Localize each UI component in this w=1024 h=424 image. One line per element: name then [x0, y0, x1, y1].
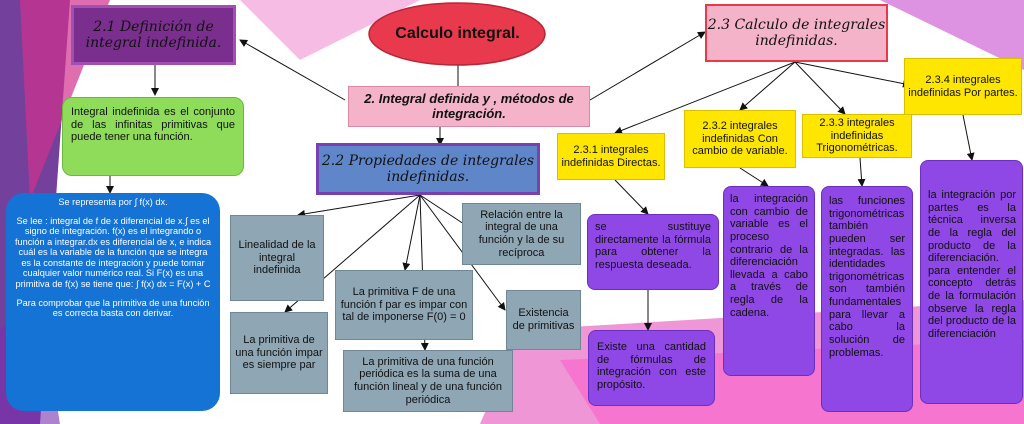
section-2-2-title: 2.2 Propiedades de integrales indefinida…	[316, 143, 540, 195]
main-title: Calculo integral.	[395, 24, 520, 42]
method-parts-title: 2.3.4 integrales indefinidas Por partes.	[904, 58, 1022, 115]
section-2-3-title: 2.3 Calculo de integrales indefinidas.	[705, 4, 888, 62]
definition-box: Integral indefinida es el conjunto de la…	[62, 97, 244, 176]
method-parts-text: la integración por partes es la técnica …	[920, 160, 1023, 404]
section-2-1-title: 2.1 Definición de integral indefinida.	[71, 5, 236, 65]
property-even-odd: La primitiva F de una función f par es i…	[335, 270, 473, 340]
method-direct-title: 2.3.1 integrales indefinidas Directas.	[557, 133, 665, 180]
property-reciprocal: Relación entre la integral de una funció…	[462, 203, 581, 265]
method-direct-text: se sustituye directamente la fórmula par…	[587, 214, 719, 290]
representation-line-2: Se lee : integral de f de x diferencial …	[14, 215, 212, 290]
property-linearity: Linealidad de la integral indefinida	[230, 215, 324, 301]
method-trig-title: 2.3.3 integrales indefinidas Trigonométr…	[802, 114, 912, 158]
property-existence: Existencia de primitivas	[506, 290, 581, 350]
method-direct-formulas: Existe una cantidad de fórmulas de integ…	[588, 330, 715, 406]
property-periodic: La primitiva de una función periódica es…	[343, 350, 513, 412]
property-odd-even: La primitiva de una función impar es sie…	[230, 312, 328, 394]
method-substitution-title: 2.3.2 integrales indefinidas Con cambio …	[684, 110, 796, 168]
method-substitution-text: la integración con cambio de variable es…	[723, 186, 815, 376]
representation-box: Se representa por ∫ f(x) dx. Se lee : in…	[6, 193, 220, 411]
method-trig-text: las funciones trigonométricas también pu…	[821, 186, 913, 412]
center-node: 2. Integral definida y , métodos de inte…	[348, 86, 590, 127]
representation-line-3: Para comprobar que la primitiva de una f…	[16, 297, 210, 319]
representation-line-1: Se representa por ∫ f(x) dx.	[58, 197, 168, 207]
